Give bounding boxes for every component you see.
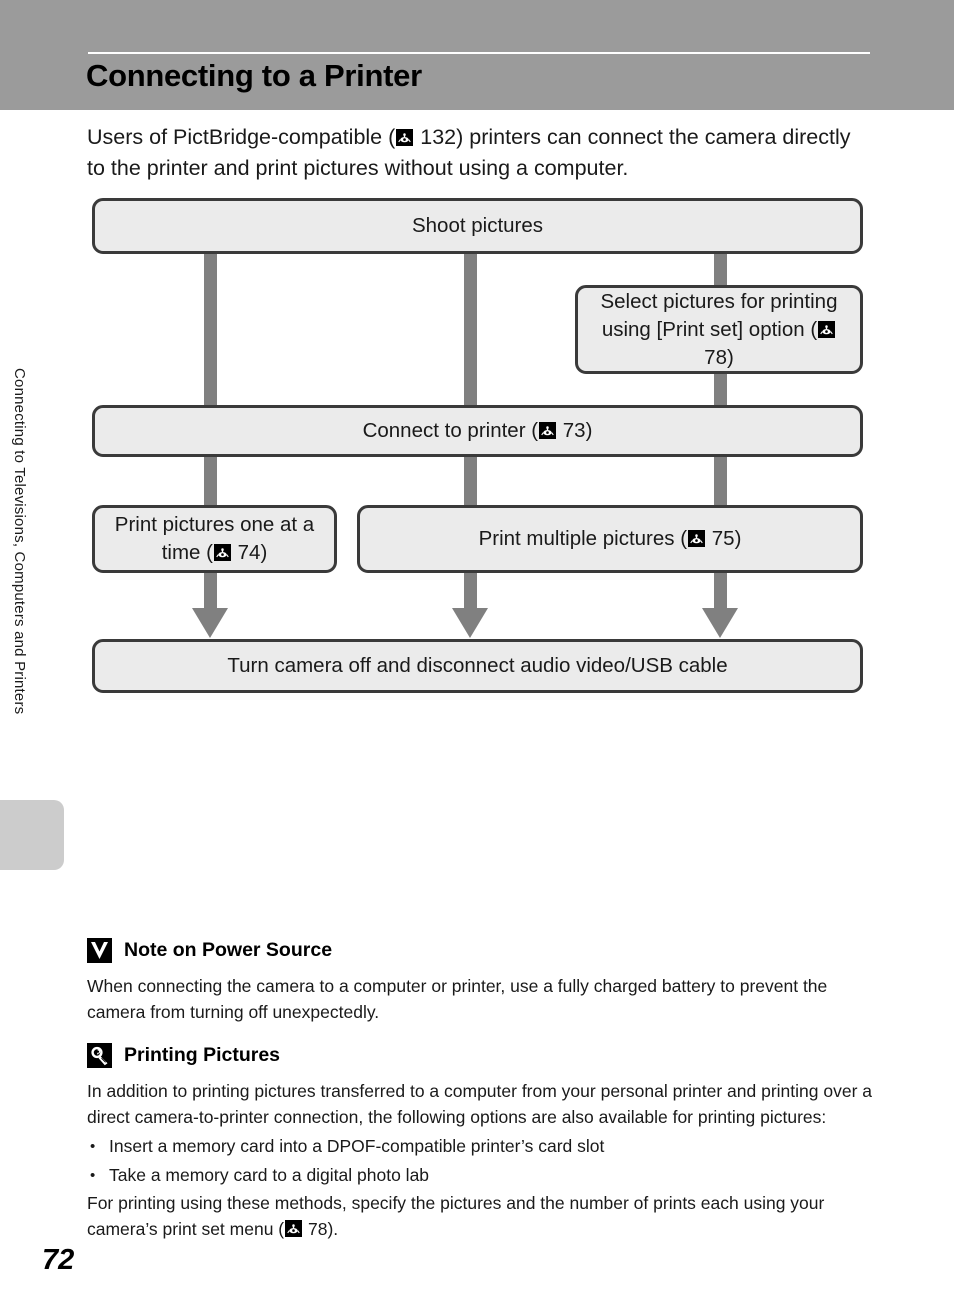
list-item: Insert a memory card into a DPOF-compati… [87,1132,872,1161]
connector-right-shoot-to-printset [714,250,727,285]
book-reference-icon [818,320,836,338]
flow-connect-text-a: Connect to printer ( [362,419,539,442]
note-closing-text-a: For printing using these methods, specif… [87,1193,825,1239]
flow-oneat-text-b: ) [260,541,268,564]
page-title: Connecting to a Printer [86,58,422,93]
flow-node-shoot-pictures-label: Shoot pictures [411,214,544,237]
connector-left-connect-to-oneat [204,452,217,510]
note-printing-pictures: Printing Pictures In addition to printin… [87,1043,872,1242]
page-number: 72 [42,1244,75,1276]
flow-node-connect-to-printer[interactable]: Connect to printer ( 73) [92,405,863,457]
chapter-header-band [0,0,954,110]
flow-node-turn-camera-off[interactable]: Turn camera off and disconnect audio vid… [92,639,863,693]
connector-mid-multiple-to-turnoff [464,568,477,610]
flow-node-select-print-set-line1: Select pictures for printing [600,289,838,313]
connector-mid-shoot-to-connect [464,250,477,408]
book-reference-icon [539,422,557,439]
connector-right-connect-to-multiple [714,452,727,510]
connector-right-multiple-to-turnoff [714,568,727,610]
book-reference-icon [285,1220,303,1237]
flow-node-print-one-at-a-time[interactable]: Print pictures one at a time ( 74) [92,505,337,573]
flow-node-select-print-set[interactable]: Select pictures for printing using [Prin… [575,285,863,374]
flow-print-set-page-ref: 78 [704,345,727,369]
note-printing-pictures-heading: Printing Pictures [87,1043,872,1068]
connector-left-oneat-to-turnoff [204,568,217,610]
caution-icon [87,938,112,963]
intro-text-part1: Users of PictBridge-compatible ( [87,125,396,149]
flow-node-one-at-a-time-line1: Print pictures one at a [114,513,315,536]
note-closing-page-ref: 78 [308,1219,328,1239]
flow-node-select-print-set-line2: using [Print set] option ( 78) [588,316,850,372]
note-power-source-title: Note on Power Source [124,939,333,961]
note-printing-pictures-title: Printing Pictures [124,1044,281,1066]
chapter-side-label: Connecting to Televisions, Computers and… [11,368,28,715]
flow-print-set-text-a: using [Print set] option ( [601,317,818,341]
book-reference-icon [688,530,706,547]
flow-node-print-multiple[interactable]: Print multiple pictures ( 75) [357,505,863,573]
flow-connect-page-ref: 73 [562,419,586,442]
arrowhead-mid [452,608,488,638]
tip-magnifier-icon [87,1043,112,1068]
flow-node-shoot-pictures[interactable]: Shoot pictures [92,198,863,254]
flow-node-print-multiple-label: Print multiple pictures ( 75) [479,525,742,553]
list-item: Take a memory card to a digital photo la… [87,1161,872,1190]
note-power-source: Note on Power Source When connecting the… [87,938,872,1025]
flow-node-one-at-a-time-line2: time ( 74) [162,539,268,567]
note-closing-text-b: ). [327,1219,339,1239]
chapter-tab-marker [0,800,64,870]
arrowhead-right [702,608,738,638]
intro-reference-page: 132 [420,125,457,149]
flow-print-set-text-b: ) [726,345,734,369]
connector-left-shoot-to-connect [204,250,217,408]
flow-oneat-page-ref: 74 [237,541,261,564]
connector-mid-connect-to-multiple [464,452,477,510]
flow-node-turn-off-label: Turn camera off and disconnect audio vid… [227,654,728,677]
flow-connect-text-b: ) [585,419,593,442]
header-rule [88,52,870,54]
arrowhead-left [192,608,228,638]
intro-text-part2: ) printers can connect the camera direct… [87,125,851,180]
note-printing-pictures-body: In addition to printing pictures transfe… [87,1081,872,1127]
note-power-source-heading: Note on Power Source [87,938,872,963]
printing-options-list: Insert a memory card into a DPOF-compati… [87,1132,872,1190]
connector-right-printset-to-connect [714,373,727,408]
book-reference-icon [213,544,231,561]
book-reference-icon [396,129,414,146]
flow-multiple-page-ref: 75 [711,527,735,550]
note-power-source-body: When connecting the camera to a computer… [87,976,828,1022]
intro-paragraph: Users of PictBridge-compatible ( 132) pr… [87,122,867,184]
flow-node-connect-label: Connect to printer ( 73) [363,417,593,445]
flow-multiple-text-a: Print multiple pictures ( [478,527,688,550]
note-printing-pictures-closing: For printing using these methods, specif… [87,1190,872,1242]
flow-multiple-text-b: ) [734,527,742,550]
flow-oneat-text-a: time ( [161,541,213,564]
